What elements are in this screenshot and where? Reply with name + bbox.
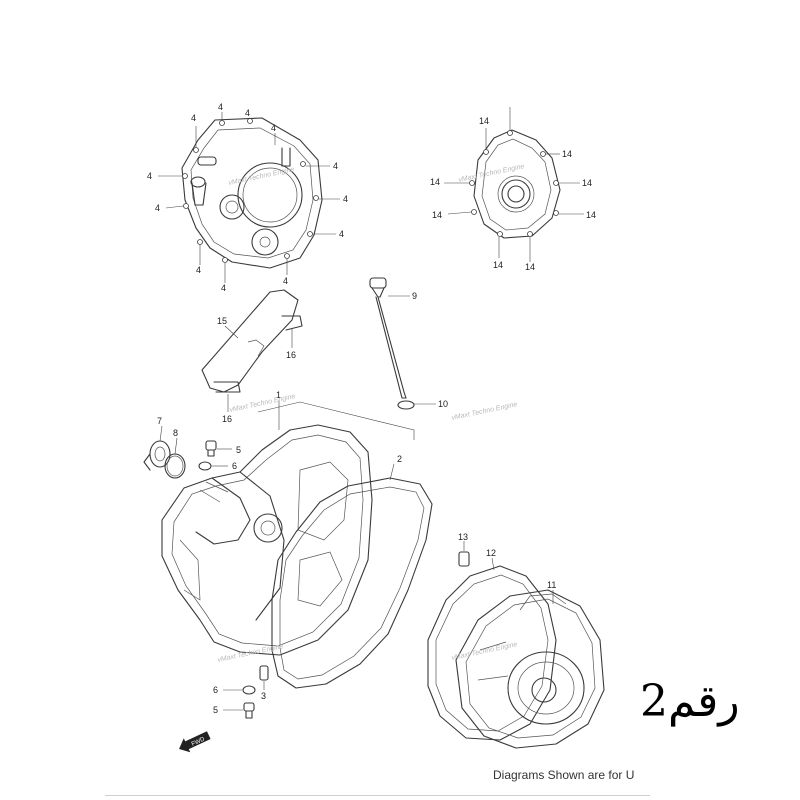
callout-14: 14 bbox=[562, 149, 572, 159]
drain-plug-gasket bbox=[242, 685, 256, 695]
callout-3: 3 bbox=[261, 691, 266, 701]
front-direction-arrow: FWD bbox=[179, 731, 211, 753]
front-marker-text: FWD bbox=[191, 736, 207, 747]
callout-14: 14 bbox=[430, 177, 440, 187]
callout-16: 16 bbox=[286, 350, 296, 360]
callout-5: 5 bbox=[213, 705, 218, 715]
dowel-pin bbox=[458, 551, 470, 567]
callout-14: 14 bbox=[525, 262, 535, 272]
generator-cover bbox=[469, 129, 561, 239]
callout-4: 4 bbox=[191, 113, 196, 123]
callouts-4: 4 4 4 4 4 4 4 4 4 4 4 4 bbox=[147, 102, 348, 293]
leader-7 bbox=[159, 425, 163, 442]
callout-14: 14 bbox=[582, 178, 592, 188]
diagram-caption: Diagrams Shown are for U bbox=[493, 768, 635, 782]
callout-4: 4 bbox=[283, 276, 288, 286]
drain-plug-gasket bbox=[198, 461, 212, 471]
callout-15: 15 bbox=[217, 316, 227, 326]
bottom-divider bbox=[105, 795, 650, 796]
o-ring bbox=[164, 453, 186, 479]
drain-plug bbox=[243, 702, 255, 719]
figure-label: رقم2 bbox=[640, 676, 740, 727]
callout-14: 14 bbox=[432, 210, 442, 220]
callout-13: 13 bbox=[458, 532, 468, 542]
callout-1: 1 bbox=[276, 390, 281, 400]
clutch-cover bbox=[181, 117, 323, 269]
callout-4: 4 bbox=[147, 171, 152, 181]
callout-6: 6 bbox=[213, 685, 218, 695]
callout-4: 4 bbox=[343, 194, 348, 204]
side-cover-gasket bbox=[427, 565, 557, 741]
callout-16: 16 bbox=[222, 414, 232, 424]
callout-5: 5 bbox=[236, 445, 241, 455]
callout-leaders-14 bbox=[444, 107, 584, 262]
callout-11: 11 bbox=[547, 580, 556, 590]
callout-9: 9 bbox=[412, 291, 417, 301]
callout-7: 7 bbox=[157, 416, 162, 426]
watermark: vMaxt Techno Engine bbox=[451, 401, 518, 422]
callout-4: 4 bbox=[339, 229, 344, 239]
callout-4: 4 bbox=[196, 265, 201, 275]
oil-seal bbox=[143, 440, 171, 471]
guide-plate bbox=[201, 289, 303, 393]
leader-8 bbox=[174, 437, 178, 455]
callout-2: 2 bbox=[397, 454, 402, 464]
cover-gasket bbox=[271, 477, 433, 689]
callout-4: 4 bbox=[221, 283, 226, 293]
callout-4: 4 bbox=[218, 102, 223, 112]
callout-12: 12 bbox=[486, 548, 496, 558]
generator-side-cover bbox=[455, 589, 605, 749]
watermark: vMaxt Techno Engine bbox=[458, 163, 525, 184]
callout-14: 14 bbox=[493, 260, 503, 270]
callout-4: 4 bbox=[333, 161, 338, 171]
oil-dipstick bbox=[369, 277, 407, 399]
callout-leaders-4 bbox=[158, 112, 340, 283]
leader-2 bbox=[389, 463, 395, 481]
dowel-pin bbox=[259, 665, 269, 681]
callout-4: 4 bbox=[245, 108, 250, 118]
callout-14: 14 bbox=[479, 116, 489, 126]
callout-14: 14 bbox=[586, 210, 596, 220]
dipstick-o-ring bbox=[397, 400, 415, 410]
callout-8: 8 bbox=[173, 428, 178, 438]
callout-10: 10 bbox=[438, 399, 448, 409]
watermarks: vMaxt Techno Engine vMaxt Techno Engine … bbox=[217, 163, 525, 664]
callouts-14: 14 14 14 14 14 14 14 14 bbox=[430, 116, 596, 272]
crankcase bbox=[161, 424, 373, 656]
leader-12 bbox=[491, 557, 495, 571]
callout-6: 6 bbox=[232, 461, 237, 471]
assembly-relation-line bbox=[257, 401, 415, 440]
drain-plug bbox=[205, 440, 217, 457]
callout-4: 4 bbox=[271, 123, 276, 133]
callout-4: 4 bbox=[155, 203, 160, 213]
leader-15 bbox=[224, 325, 239, 339]
